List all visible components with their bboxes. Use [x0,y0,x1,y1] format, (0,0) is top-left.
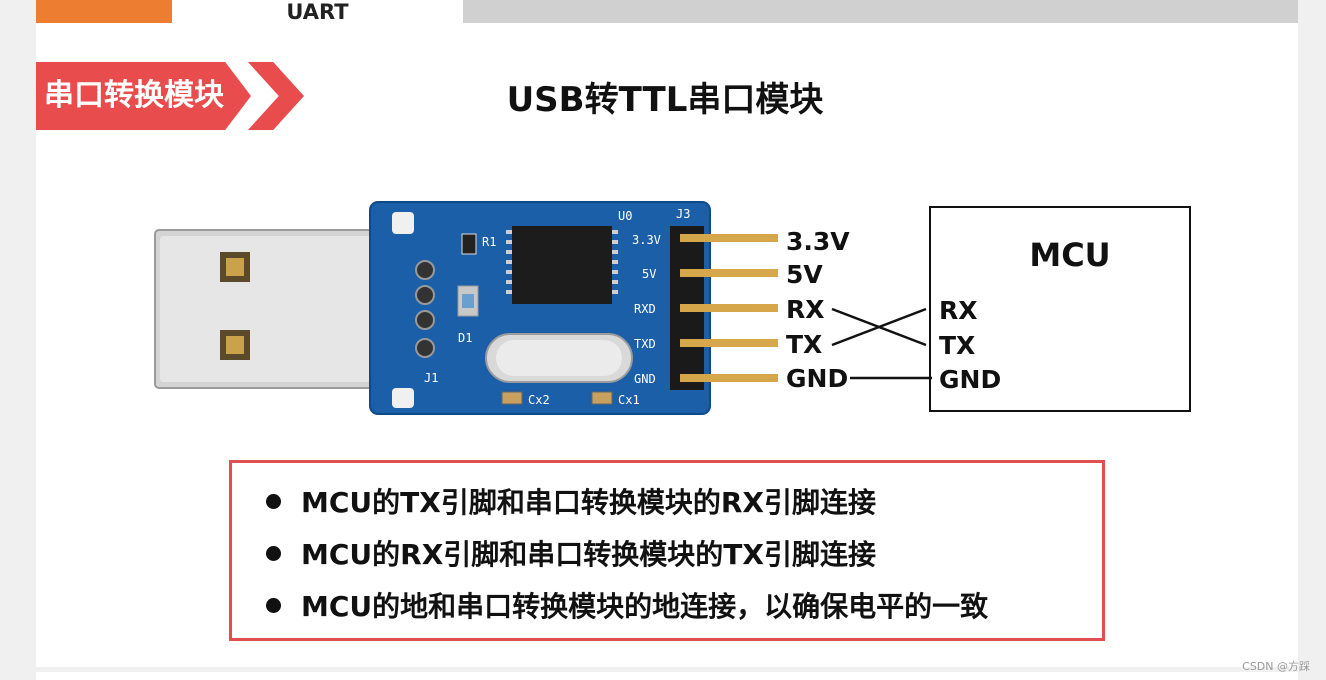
note-item: MCU的RX引脚和串口转换模块的TX引脚连接 [266,533,876,573]
pcb-label: RXD [634,302,656,316]
module-pin-tx: TX [786,330,823,359]
note-item: MCU的地和串口转换模块的地连接，以确保电平的一致 [266,585,988,625]
tab-previous[interactable] [36,0,172,23]
module-pin-3v3: 3.3V [786,227,850,256]
section-label: 串口转换模块 [36,62,251,130]
pcb-label: GND [634,372,656,386]
pcb-label: 5V [642,267,656,281]
tab-next[interactable] [463,0,1298,23]
module-pin-rx: RX [786,295,825,324]
tab-uart[interactable]: UART [172,0,463,24]
note-text: MCU的TX引脚和串口转换模块的RX引脚连接 [301,486,876,519]
next-slide-edge [36,672,1298,680]
mcu-pin-rx: RX [939,296,978,325]
pcb-label: TXD [634,337,656,351]
pcb-label: D1 [458,331,472,345]
bullet-icon [266,545,281,561]
mcu-title: MCU [1029,236,1111,274]
pcb-label: J3 [676,207,690,221]
pcb-label: Cx1 [618,393,640,407]
note-text: MCU的地和串口转换模块的地连接，以确保电平的一致 [301,590,989,623]
note-item: MCU的TX引脚和串口转换模块的RX引脚连接 [266,481,876,521]
pcb-label: R1 [482,235,496,249]
pcb-label: Cx2 [528,393,550,407]
wire-tx-to-rx [831,307,927,347]
bullet-icon [266,597,281,613]
pcb-label: J1 [424,371,438,385]
pcb-label: 3.3V [632,233,661,247]
note-text: MCU的RX引脚和串口转换模块的TX引脚连接 [301,538,876,571]
module-pin-5v: 5V [786,260,823,289]
usb-ttl-module-image: U0 J3 R1 D1 J1 Cx2 Cx1 3.3V 5V RXD TXD G… [154,201,778,415]
pcb-label: U0 [618,209,632,223]
mcu-pin-gnd: GND [939,365,1002,394]
page-title: USB转TTL串口模块 [506,80,824,120]
mcu-pin-tx: TX [939,331,976,360]
notes-box: MCU的TX引脚和串口转换模块的RX引脚连接 MCU的RX引脚和串口转换模块的T… [229,460,1105,641]
module-pin-gnd: GND [786,364,849,393]
watermark: CSDN @方踩 [1242,660,1310,673]
bullet-icon [266,493,281,509]
mcu-box: MCU RX TX GND [929,206,1191,412]
